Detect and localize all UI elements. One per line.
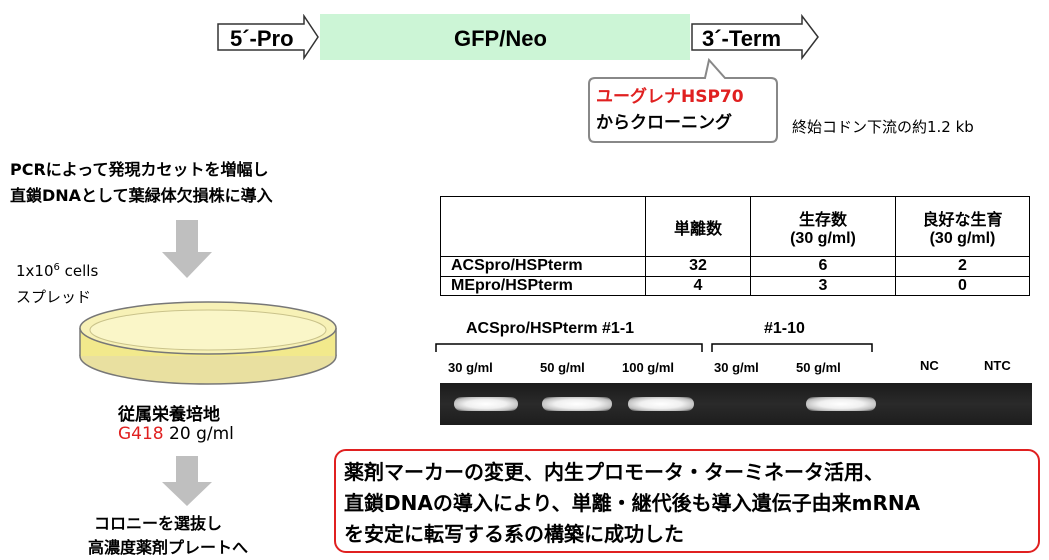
callout-line2: からクローニング bbox=[596, 113, 732, 133]
table-row-label: ACSpro/HSPterm bbox=[440, 256, 646, 277]
gel-band bbox=[542, 397, 612, 411]
lane-label: 30 g/ml bbox=[448, 360, 493, 375]
table-cell: 3 bbox=[750, 275, 896, 296]
conclusion-line1: 薬剤マーカーの変更、内生プロモータ・ターミネータ活用、 bbox=[344, 460, 884, 484]
table-cell: 6 bbox=[750, 256, 896, 277]
table-cell: 4 bbox=[645, 275, 751, 296]
table-header-good-growth: 良好な生育(30 g/ml) bbox=[895, 196, 1030, 257]
results-table: 単離数 生存数(30 g/ml) 良好な生育(30 g/ml) ACSpro/H… bbox=[440, 196, 1030, 296]
promoter-arrow-shape bbox=[217, 14, 319, 60]
callout-bubble bbox=[588, 57, 778, 143]
gene-label: GFP/Neo bbox=[454, 26, 547, 51]
cells-suffix: cells bbox=[59, 262, 99, 280]
drug-concentration: 20 g/ml bbox=[163, 424, 234, 444]
pcr-text-line1: PCRによって発現カセットを増幅し bbox=[10, 160, 269, 179]
drug-line: G418 20 g/ml bbox=[118, 424, 234, 444]
conclusion-line2: 直鎖DNAの導入により、単離・継代後も導入遺伝子由来mRNA bbox=[344, 491, 921, 515]
conclusion-box: 薬剤マーカーの変更、内生プロモータ・ターミネータ活用、 直鎖DNAの導入により、… bbox=[334, 449, 1040, 553]
select-line2: 高濃度薬剤プレートへ bbox=[88, 538, 249, 557]
drug-name: G418 bbox=[118, 424, 164, 444]
table-cell: 2 bbox=[895, 256, 1030, 277]
callout-note: 終始コドン下流の約1.2 kb bbox=[792, 118, 974, 136]
select-line1: コロニーを選抜し bbox=[94, 514, 223, 533]
conclusion-line3: を安定に転写する系の構築に成功した bbox=[344, 522, 684, 546]
table-header-empty bbox=[440, 196, 646, 257]
down-arrow-1-icon bbox=[162, 220, 212, 278]
gel-band bbox=[454, 397, 518, 411]
terminator-arrow-shape bbox=[691, 14, 819, 60]
promoter-arrow: 5´-Pro bbox=[216, 14, 320, 60]
gel-image bbox=[440, 383, 1032, 425]
lane-label: 100 g/ml bbox=[622, 360, 675, 375]
pcr-text-line2: 直鎖DNAとして葉緑体欠損株に導入 bbox=[10, 186, 273, 205]
table-header-row: 単離数 生存数(30 g/ml) 良好な生育(30 g/ml) bbox=[440, 196, 1030, 257]
promoter-label: 5´-Pro bbox=[230, 26, 294, 51]
callout-line1: ユーグレナHSP70 bbox=[596, 87, 744, 107]
gel-band bbox=[628, 397, 694, 411]
table-row: ACSpro/HSPterm 32 6 2 bbox=[440, 256, 1030, 277]
gel-group2-label: #1-10 bbox=[764, 320, 805, 337]
table-header-isolated: 単離数 bbox=[645, 196, 751, 257]
table-cell: 32 bbox=[645, 256, 751, 277]
terminator-arrow: 3´-Term bbox=[690, 14, 820, 60]
medium-label: 従属栄養培地 bbox=[118, 405, 220, 425]
petri-dish-icon bbox=[79, 301, 337, 385]
table-header-survived-label: 生存数 bbox=[798, 211, 847, 229]
gel-group-brackets bbox=[435, 343, 873, 352]
lane-label: 50 g/ml bbox=[796, 360, 841, 375]
table-header-good-growth-sub: (30 g/ml) bbox=[929, 229, 996, 247]
table-header-survived: 生存数(30 g/ml) bbox=[750, 196, 896, 257]
cells-exponent: 6 bbox=[53, 262, 60, 273]
gel-group1-label: ACSpro/HSPterm #1-1 bbox=[466, 320, 635, 337]
lane-label: 30 g/ml bbox=[714, 360, 759, 375]
lane-label: NTC bbox=[984, 358, 1011, 373]
down-arrow-2-icon bbox=[162, 456, 212, 506]
cells-count: 1x106 cells bbox=[16, 262, 98, 280]
lane-label: NC bbox=[920, 358, 939, 373]
lane-label: 50 g/ml bbox=[540, 360, 585, 375]
table-header-isolated-label: 単離数 bbox=[673, 220, 722, 238]
gel-band bbox=[806, 397, 876, 411]
terminator-label: 3´-Term bbox=[702, 26, 782, 51]
cells-prefix: 1x10 bbox=[16, 262, 54, 280]
table-row-label: MEpro/HSPterm bbox=[440, 275, 646, 296]
gene-box: GFP/Neo bbox=[320, 14, 690, 60]
table-cell: 0 bbox=[895, 275, 1030, 296]
table-header-good-growth-label: 良好な生育 bbox=[922, 211, 1003, 229]
table-row: MEpro/HSPterm 4 3 0 bbox=[440, 275, 1030, 296]
table-header-survived-sub: (30 g/ml) bbox=[790, 229, 856, 247]
spread-label: スプレッド bbox=[16, 288, 92, 306]
